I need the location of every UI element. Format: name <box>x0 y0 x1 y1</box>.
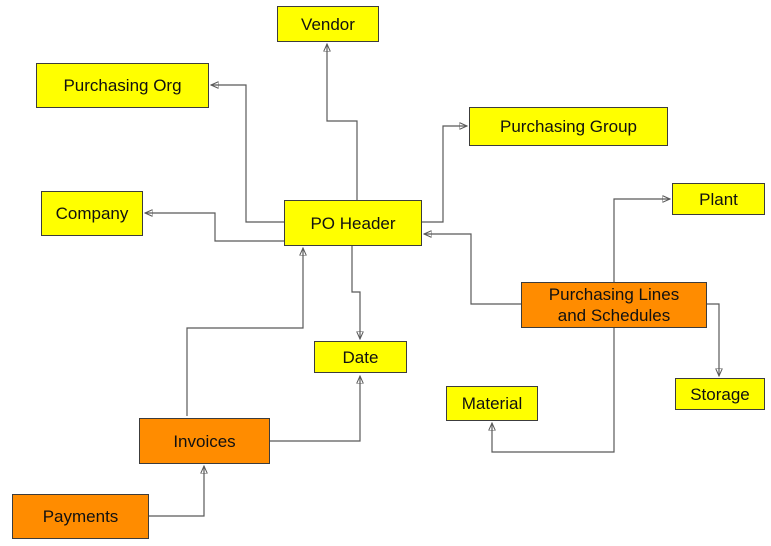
edge-invoices-date <box>270 376 360 442</box>
node-po-header-label: PO Header <box>310 213 396 233</box>
edge-po-header-purchasing-org <box>211 85 284 223</box>
node-plant-label: Plant <box>699 189 738 209</box>
node-purchasing-lines-label-line2: and Schedules <box>557 306 671 325</box>
edge-po-header-company <box>145 213 284 242</box>
node-invoices-label: Invoices <box>173 431 236 451</box>
node-storage: Storage <box>675 378 765 410</box>
edge-po-header-vendor <box>327 44 358 200</box>
edge-purchasing-lines-material <box>492 328 615 453</box>
edge-invoices-po-header <box>186 248 303 416</box>
node-plant: Plant <box>672 183 765 215</box>
node-material-label: Material <box>461 394 523 413</box>
node-company: Company <box>41 191 143 236</box>
node-purchasing-group-label: Purchasing Group <box>499 117 638 136</box>
edge-po-header-purchasing-group <box>422 126 467 223</box>
node-storage-label: Storage <box>690 384 750 404</box>
node-vendor-label: Vendor <box>301 14 355 34</box>
node-date: Date <box>314 341 407 373</box>
node-material: Material <box>446 386 538 421</box>
edge-payments-invoices <box>149 466 204 517</box>
node-purchasing-org-label: Purchasing Org <box>63 76 182 95</box>
edge-po-header-date <box>351 246 360 339</box>
node-payments: Payments <box>12 494 149 539</box>
edge-purchasing-lines-po-header <box>424 234 521 305</box>
node-company-label: Company <box>55 204 129 223</box>
node-payments-label: Payments <box>42 507 119 526</box>
node-vendor: Vendor <box>277 6 379 42</box>
node-po-header: PO Header <box>284 200 422 246</box>
edge-purchasing-lines-storage <box>707 303 719 376</box>
edge-purchasing-lines-plant <box>613 199 670 282</box>
node-purchasing-lines-label-line1: Purchasing Lines <box>548 285 680 304</box>
node-purchasing-lines: Purchasing Lines and Schedules <box>521 282 707 328</box>
node-purchasing-group: Purchasing Group <box>469 107 668 146</box>
node-date-label: Date <box>342 347 379 367</box>
node-invoices: Invoices <box>139 418 270 464</box>
node-purchasing-org: Purchasing Org <box>36 63 209 108</box>
